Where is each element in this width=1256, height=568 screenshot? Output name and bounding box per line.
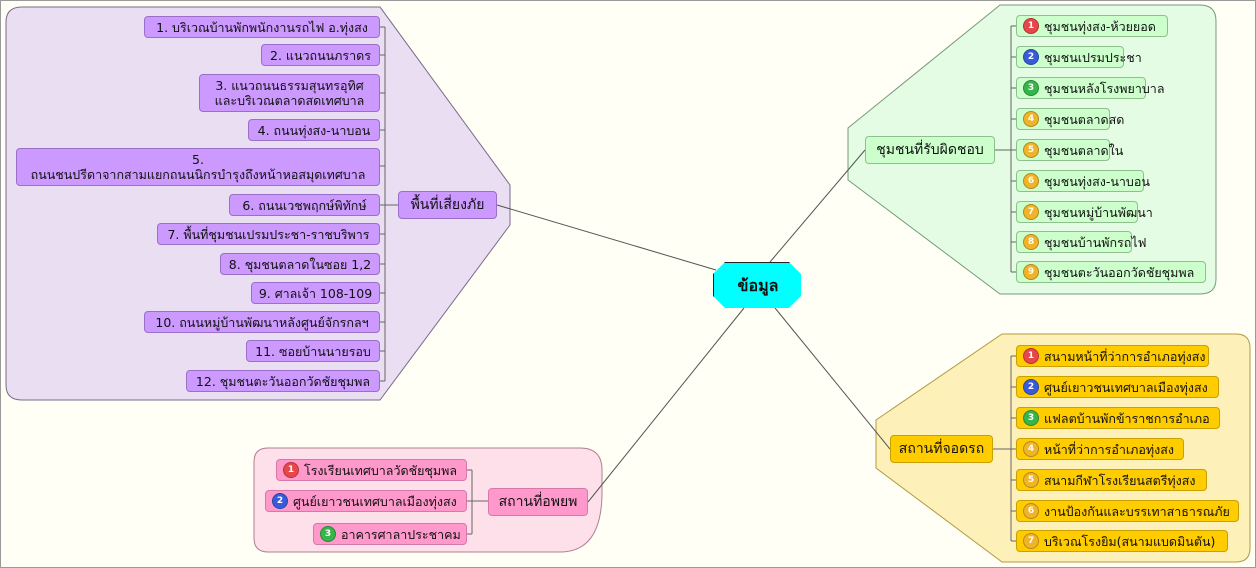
community-item-7[interactable]: 7 ชุมชนหมู่บ้านพัฒนา: [1016, 201, 1153, 223]
parking-branch[interactable]: สถานที่จอดรถ: [890, 435, 993, 463]
risk-item-9[interactable]: 9. ศาลเจ้า 108-109: [251, 282, 380, 304]
risk-item-2[interactable]: 2. แนวถนนภราดร: [261, 44, 380, 66]
number-2-icon: 2: [1023, 49, 1039, 65]
number-1-icon: 1: [1023, 348, 1039, 364]
community-item-1[interactable]: 1 ชุมชนทุ่งสง-ห้วยยอด: [1016, 15, 1168, 37]
risk-item-3[interactable]: 3. แนวถนนธรรมสุนทรอุทิศ และบริเวณตลาดสดเ…: [199, 74, 380, 112]
shelter-item-label: อาคารศาลาประชาคม: [341, 526, 461, 542]
shelter-item-label: โรงเรียนเทศบาลวัดชัยชุมพล: [304, 462, 458, 478]
number-6-icon: 6: [1023, 503, 1039, 519]
risk-item-5[interactable]: 5. ถนนชนปรีดาจากสามแยกถนนนิกรบำรุงถึงหน้…: [16, 148, 380, 186]
parking-item-label: หน้าที่ว่าการอำเภอทุ่งสง: [1044, 441, 1175, 457]
risk-item-8[interactable]: 8. ชุมชนตลาดในซอย 1,2: [220, 253, 380, 275]
number-3-icon: 3: [1023, 80, 1039, 96]
community-item-9[interactable]: 9 ชุมชนตะวันออกวัดชัยชุมพล: [1016, 261, 1206, 283]
community-item-label: ชุมชนทุ่งสง-ห้วยยอด: [1044, 18, 1156, 34]
community-item-label: ชุมชนทุ่งสง-นาบอน: [1044, 173, 1150, 189]
risk-item-12[interactable]: 12. ชุมชนตะวันออกวัดชัยชุมพล: [186, 370, 380, 392]
community-item-label: ชุมชนหลังโรงพยาบาล: [1044, 80, 1165, 96]
number-8-icon: 8: [1023, 234, 1039, 250]
community-item-4[interactable]: 4 ชุมชนตลาดสด: [1016, 108, 1124, 130]
community-item-label: ชุมชนตะวันออกวัดชัยชุมพล: [1044, 264, 1195, 280]
number-5-icon: 5: [1023, 472, 1039, 488]
parking-item-label: งานป้องกันและบรรเทาสาธารณภัย: [1044, 503, 1230, 519]
number-1-icon: 1: [283, 462, 299, 478]
community-item-2[interactable]: 2 ชุมชนเปรมประชา: [1016, 46, 1142, 68]
number-9-icon: 9: [1023, 264, 1039, 280]
parking-item-label: สนามกีฬาโรงเรียนสตรีทุ่งสง: [1044, 472, 1196, 488]
community-item-5[interactable]: 5 ชุมชนตลาดใน: [1016, 139, 1123, 161]
parking-item-2[interactable]: 2 ศูนย์เยาวชนเทศบาลเมืองทุ่งสง: [1016, 376, 1219, 398]
risk-item-7[interactable]: 7. พื้นที่ชุมชนเปรมประชา-ราชบริพาร: [157, 223, 380, 245]
shelter-item-2[interactable]: 2 ศูนย์เยาวชนเทศบาลเมืองทุ่งสง: [265, 490, 467, 512]
shelter-item-label: ศูนย์เยาวชนเทศบาลเมืองทุ่งสง: [293, 493, 457, 509]
community-item-6[interactable]: 6 ชุมชนทุ่งสง-นาบอน: [1016, 170, 1150, 192]
number-4-icon: 4: [1023, 441, 1039, 457]
number-3-icon: 3: [1023, 410, 1039, 426]
central-topic[interactable]: ข้อมูล: [713, 262, 801, 308]
community-item-label: ชุมชนตลาดสด: [1044, 111, 1125, 127]
shelter-item-1[interactable]: 1 โรงเรียนเทศบาลวัดชัยชุมพล: [276, 459, 467, 481]
parking-item-5[interactable]: 5 สนามกีฬาโรงเรียนสตรีทุ่งสง: [1016, 469, 1207, 491]
risk-item-10[interactable]: 10. ถนนหมู่บ้านพัฒนาหลังศูนย์จักรกลฯ: [144, 311, 380, 333]
community-item-label: ชุมชนหมู่บ้านพัฒนา: [1044, 204, 1153, 220]
community-item-label: ชุมชนตลาดใน: [1044, 142, 1124, 158]
risk-item-5-line-1: 5.: [192, 152, 204, 167]
parking-item-6[interactable]: 6 งานป้องกันและบรรเทาสาธารณภัย: [1016, 500, 1239, 522]
parking-item-label: สนามหน้าที่ว่าการอำเภอทุ่งสง: [1044, 348, 1206, 364]
number-4-icon: 4: [1023, 111, 1039, 127]
parking-item-7[interactable]: 7 บริเวณโรงยิม(สนามแบดมินตัน): [1016, 530, 1228, 552]
number-1-icon: 1: [1023, 18, 1039, 34]
shelter-item-3[interactable]: 3 อาคารศาลาประชาคม: [313, 523, 467, 545]
parking-item-label: แฟลตบ้านพักข้าราชการอำเภอ: [1044, 410, 1210, 426]
risk-item-6[interactable]: 6. ถนนเวชพฤกษ์พิทักษ์: [229, 194, 380, 216]
risk-area-branch[interactable]: พื้นที่เสี่ยงภัย: [398, 191, 497, 219]
number-2-icon: 2: [272, 493, 288, 509]
parking-item-1[interactable]: 1 สนามหน้าที่ว่าการอำเภอทุ่งสง: [1016, 345, 1209, 367]
risk-item-4[interactable]: 4. ถนนทุ่งสง-นาบอน: [248, 119, 380, 141]
number-2-icon: 2: [1023, 379, 1039, 395]
parking-item-4[interactable]: 4 หน้าที่ว่าการอำเภอทุ่งสง: [1016, 438, 1184, 460]
parking-item-label: ศูนย์เยาวชนเทศบาลเมืองทุ่งสง: [1044, 379, 1208, 395]
community-item-label: ชุมชนเปรมประชา: [1044, 49, 1142, 65]
number-7-icon: 7: [1023, 533, 1039, 549]
risk-item-3-line-2: และบริเวณตลาดสดเทศบาล: [214, 93, 365, 108]
number-5-icon: 5: [1023, 142, 1039, 158]
parking-item-3[interactable]: 3 แฟลตบ้านพักข้าราชการอำเภอ: [1016, 407, 1220, 429]
number-3-icon: 3: [320, 526, 336, 542]
parking-item-label: บริเวณโรงยิม(สนามแบดมินตัน): [1044, 533, 1216, 549]
community-item-3[interactable]: 3 ชุมชนหลังโรงพยาบาล: [1016, 77, 1164, 99]
community-item-8[interactable]: 8 ชุมชนบ้านพักรถไฟ: [1016, 231, 1146, 253]
risk-item-5-line-2: ถนนชนปรีดาจากสามแยกถนนนิกรบำรุงถึงหน้าหอ…: [30, 167, 366, 182]
risk-item-3-line-1: 3. แนวถนนธรรมสุนทรอุทิศ: [215, 78, 364, 93]
risk-item-1[interactable]: 1. บริเวณบ้านพักพนักงานรถไฟ อ.ทุ่งสง: [144, 16, 380, 38]
number-7-icon: 7: [1023, 204, 1039, 220]
community-item-label: ชุมชนบ้านพักรถไฟ: [1044, 234, 1147, 250]
number-6-icon: 6: [1023, 173, 1039, 189]
shelter-branch[interactable]: สถานที่อพยพ: [488, 488, 588, 516]
risk-item-11[interactable]: 11. ซอยบ้านนายรอบ: [246, 340, 380, 362]
community-branch[interactable]: ชุมชนที่รับผิดชอบ: [865, 136, 995, 164]
